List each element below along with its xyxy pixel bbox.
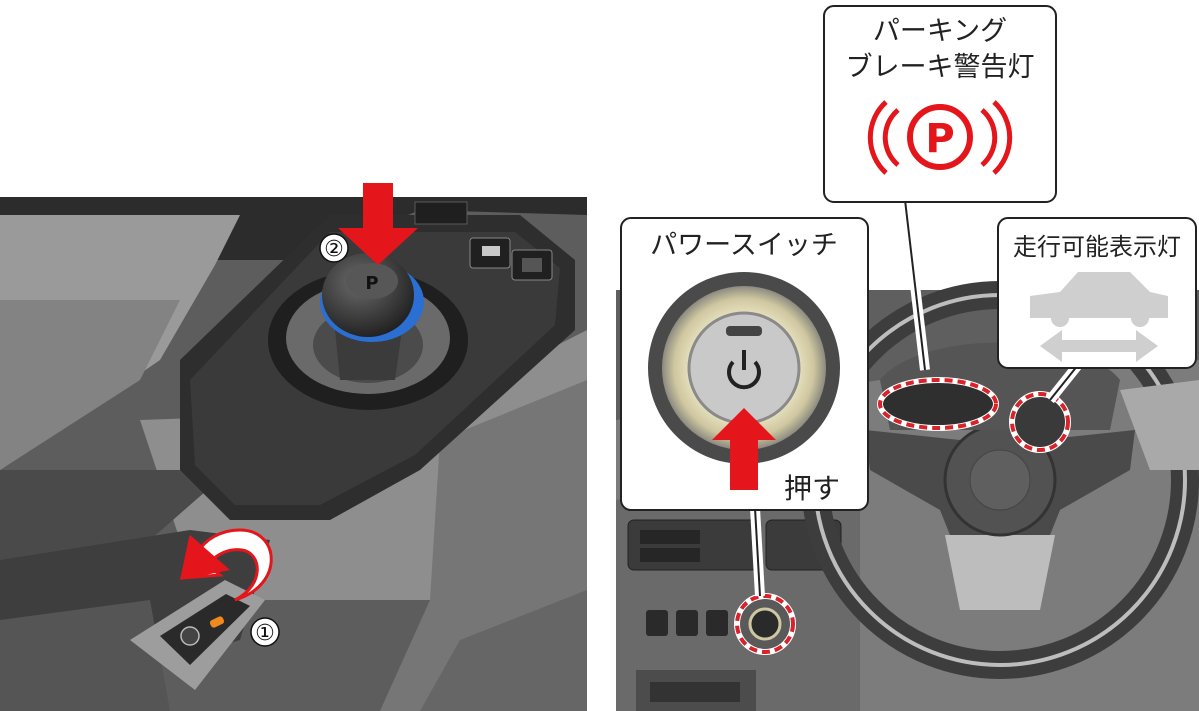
- parking-brake-symbol: P: [925, 116, 954, 162]
- parking-brake-warning-icon: [907, 104, 973, 170]
- power-switch-label: パワースイッチ: [650, 230, 838, 261]
- parking-brake-label-line2: ブレーキ警告灯: [846, 52, 1035, 83]
- ready-indicator-highlight: [1010, 392, 1070, 452]
- step-1-marker: ①: [255, 621, 275, 646]
- power-icon: [727, 360, 761, 390]
- ready-indicator-label: 走行可能表示灯: [1013, 233, 1181, 261]
- dash-switch: [676, 610, 698, 636]
- parking-brake-label-line1: パーキング: [873, 16, 1007, 47]
- double-arrow-icon: [1040, 330, 1158, 362]
- parking-brake-warning-highlight: [878, 378, 998, 430]
- press-label: 押す: [784, 472, 840, 505]
- right-panel-dashboard: パーキング ブレーキ警告灯 P 走行可能表示灯 パワースイッチ: [616, 5, 1199, 711]
- amber-indicator-light: [209, 616, 225, 628]
- air-vent: [627, 519, 759, 571]
- parking-brake-callout: パーキング ブレーキ警告灯 P: [823, 5, 1057, 203]
- left-panel-shifter: P ② ①: [0, 183, 587, 711]
- power-switch-callout: パワースイッチ 押す: [620, 217, 869, 511]
- press-down-arrow: [338, 183, 418, 265]
- electronic-parking-brake-switch: [160, 594, 250, 665]
- leader-line-parking: [904, 199, 926, 371]
- dash-switch: [706, 610, 728, 636]
- leader-line-ready: [1049, 364, 1079, 401]
- leader-line-power: [754, 507, 761, 597]
- car-icon: [1030, 272, 1168, 318]
- parking-brake-icon: [180, 626, 200, 646]
- power-switch-highlight: [735, 594, 795, 654]
- shift-knob-p-button: P: [365, 273, 378, 294]
- push-up-arrow: [712, 408, 776, 490]
- ready-indicator-callout: 走行可能表示灯: [997, 217, 1197, 369]
- dash-switch: [646, 610, 668, 636]
- step-2-marker: ②: [324, 237, 344, 262]
- power-switch-on-dash: [748, 607, 782, 641]
